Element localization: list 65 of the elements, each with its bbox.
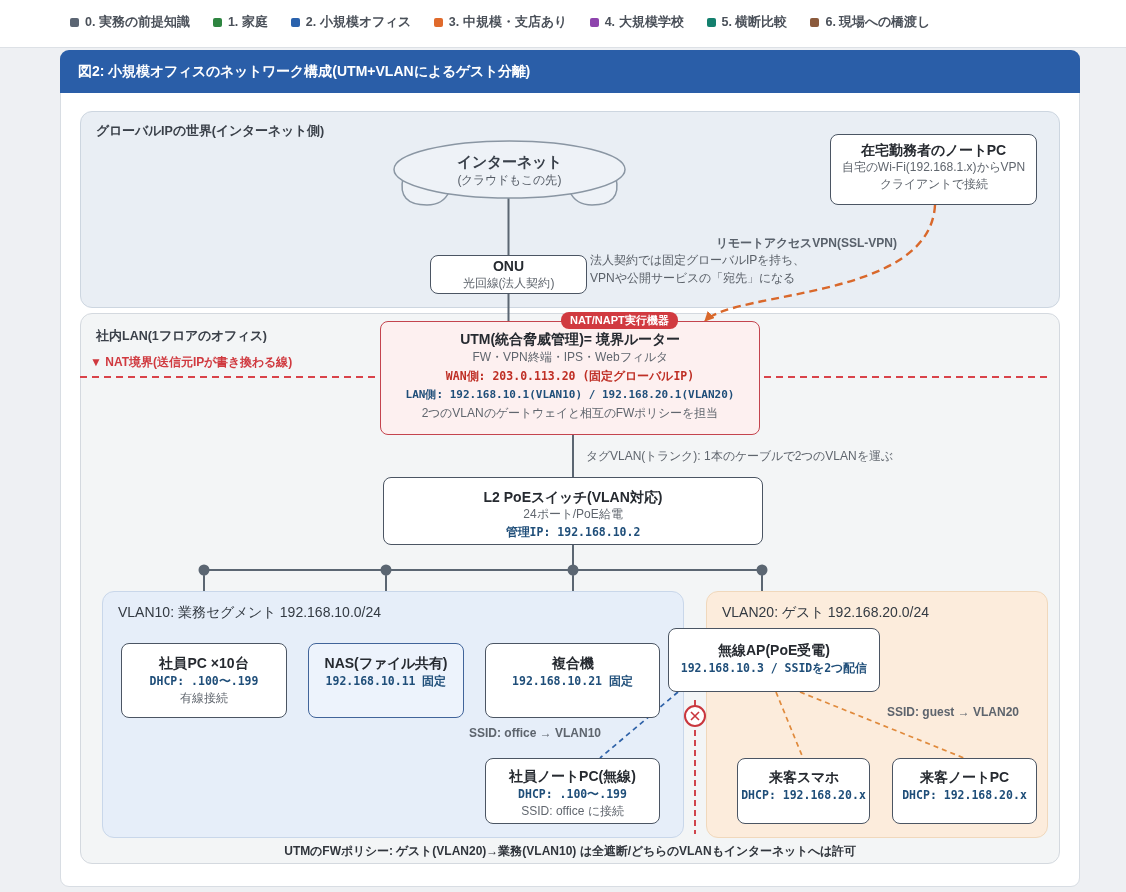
badge: NAT/NAPT実行機器 — [561, 312, 678, 329]
ip-address-text: DHCP: .100〜.199 — [518, 786, 627, 803]
cloud-heading: インターネット — [457, 152, 562, 172]
box-heading: 複合機 — [551, 654, 594, 672]
box-caption: 24ポート/PoE給電 — [523, 506, 623, 523]
box-caption: 光回線(法人契約) — [462, 275, 555, 292]
connector-line — [507, 293, 510, 322]
device-box — [121, 643, 287, 718]
ip-address-text: WAN側: 203.0.113.20 (固定グローバルIP) — [445, 368, 695, 385]
box-caption: 有線接続 — [180, 690, 228, 707]
device-box — [383, 477, 763, 545]
box-heading: 来客ノートPC — [919, 768, 1010, 786]
connector-line — [572, 434, 574, 478]
device-box — [668, 628, 880, 692]
box-heading: 在宅勤務者のノートPC — [860, 141, 1007, 159]
cloud-caption: (クラウドもこの先) — [457, 172, 562, 189]
legend-label: 2. 小規模オフィス — [305, 14, 411, 31]
ip-address-text: DHCP: 192.168.20.x — [741, 787, 866, 804]
zone-title: 社内LAN(1フロアのオフィス) — [96, 328, 267, 345]
dashed-arrow — [704, 204, 937, 322]
box-heading: ONU — [492, 257, 525, 275]
device-box — [485, 758, 660, 824]
ip-address-text: 192.168.10.21 固定 — [512, 673, 633, 690]
ip-address-text: 管理IP: 192.168.10.2 — [505, 524, 641, 541]
legend-label: 4. 大規模学校 — [604, 14, 684, 31]
ip-address-text: DHCP: 192.168.20.x — [902, 787, 1027, 804]
zone-panel — [80, 111, 1060, 308]
box-heading: L2 PoEスイッチ(VLAN対応) — [483, 488, 663, 506]
box-heading: 社員PC ×10台 — [159, 654, 249, 672]
bus-line — [198, 544, 768, 592]
zone-title: VLAN10: 業務セグメント 192.168.10.0/24 — [118, 603, 382, 621]
box-caption: 2つのVLANのゲートウェイと相互のFWポリシーを担当 — [421, 405, 719, 422]
connector-line — [507, 197, 510, 256]
box-heading: UTM(統合脅威管理)= 境界ルーター — [460, 330, 680, 348]
box-heading: 来客スマホ — [768, 768, 839, 786]
box-heading: 社員ノートPC(無線) — [509, 767, 636, 785]
device-box — [308, 643, 464, 718]
device-box — [485, 643, 660, 718]
device-box — [830, 134, 1037, 205]
device-box — [737, 758, 870, 824]
ip-address-text: LAN側: 192.168.10.1(VLAN10) / 192.168.20.1(VLAN20) — [405, 387, 735, 403]
box-caption: FW・VPN終端・IPS・Webフィルタ — [472, 349, 668, 366]
box-caption: 自宅のWi-Fi(192.168.1.x)からVPNクライアントで接続 — [840, 159, 1027, 193]
legend-label: 6. 現場への橋渡し — [825, 14, 931, 31]
legend-label: 5. 横断比較 — [721, 14, 788, 31]
ip-address-text: DHCP: .100〜.199 — [149, 673, 259, 690]
dashed-line — [799, 691, 965, 759]
dashed-line — [599, 691, 679, 759]
title-bar: 図2: 小規模オフィスのネットワーク構成(UTM+VLANによるゲスト分離) — [60, 50, 1080, 93]
legend-label: 0. 実務の前提知識 — [85, 13, 190, 31]
note-text: 法人契約では固定グローバルIPを持ち、VPNや公開サービスの「宛先」になる — [590, 252, 807, 287]
footnote-text: UTMのFWポリシー: ゲスト(VLAN20)→業務(VLAN10) は全遮断/どちらのVLANもインターネットへは許可 — [284, 843, 856, 860]
boundary-label: ▼ NAT境界(送信元IPが書き換わる線) — [90, 354, 293, 371]
zone-title: VLAN20: ゲスト 192.168.20.0/24 — [722, 603, 930, 621]
zone-title: グローバルIPの世界(インターネット側) — [96, 123, 325, 140]
ip-address-text: 192.168.10.3 / SSIDを2つ配信 — [680, 660, 868, 677]
legend-label: 3. 中規模・支店あり — [448, 13, 567, 31]
zone-panel — [80, 313, 1060, 864]
box-heading: NAS(ファイル共有) — [324, 654, 448, 672]
box-caption: SSID: office に接続 — [521, 803, 624, 820]
ip-address-text: 192.168.10.11 固定 — [325, 673, 447, 690]
legend-label: 1. 家庭 — [227, 13, 268, 31]
device-box — [892, 758, 1037, 824]
box-heading: 無線AP(PoE受電) — [718, 641, 830, 659]
device-box — [430, 255, 587, 294]
